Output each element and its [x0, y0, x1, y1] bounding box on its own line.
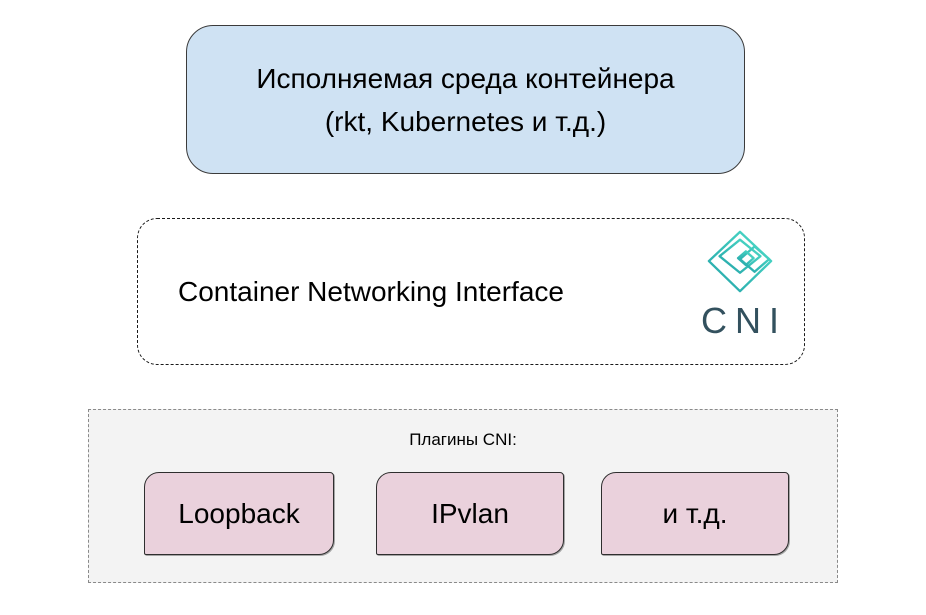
plugin-label: IPvlan [431, 497, 509, 529]
cni-logo: CNI [690, 227, 790, 342]
plugin-box-ipvlan: IPvlan [376, 472, 564, 555]
plugin-label: Loopback [178, 497, 300, 529]
cni-box-title: Container Networking Interface [178, 275, 564, 307]
cni-wordmark: CNI [701, 300, 787, 341]
plugins-panel-label: Плагины CNI: [409, 430, 517, 449]
plugin-box-loopback: Loopback [144, 472, 334, 555]
cni-cube-icon [707, 230, 773, 293]
plugin-box-etc: и т.д. [601, 472, 789, 555]
runtime-text-line2: (rkt, Kubernetes и т.д.) [324, 105, 607, 137]
cni-interface-box: Container Networking Interface CNI [137, 218, 805, 365]
container-runtime-box: Исполняемая среда контейнера (rkt, Kuber… [186, 25, 745, 174]
cni-plugins-panel: Плагины CNI: Loopback IPvlan и т.д. [88, 409, 838, 583]
runtime-text-line1: Исполняемая среда контейнера [256, 62, 675, 94]
plugin-label: и т.д. [662, 497, 728, 529]
